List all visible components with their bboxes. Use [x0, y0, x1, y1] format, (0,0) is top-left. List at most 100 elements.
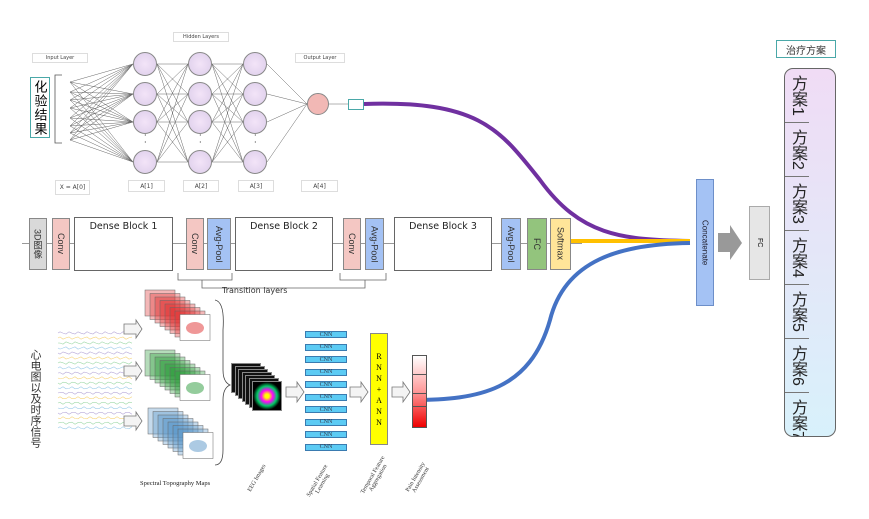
hidden-node	[188, 150, 212, 174]
ann-edge	[156, 63, 189, 95]
cnn-block: CNN	[305, 393, 347, 401]
conv-1: Conv	[52, 218, 70, 270]
eeg-trace	[57, 381, 133, 385]
transition-bracket	[177, 273, 387, 289]
rnn-char: N	[376, 362, 382, 372]
ellipsis-dots: · ·	[199, 131, 202, 147]
ann-edge	[69, 91, 134, 123]
ann-edge	[69, 63, 134, 109]
ellipsis-dots: · ·	[144, 131, 147, 147]
eeg-trace	[57, 331, 133, 335]
ann-edge	[69, 63, 134, 127]
eeg-trace	[57, 366, 133, 370]
ann-edge	[69, 125, 134, 163]
dense-block-3-label: Dense Block 3	[409, 221, 477, 232]
hidden-node	[133, 52, 157, 76]
ann-edge	[266, 103, 308, 123]
eeg-images	[231, 363, 284, 411]
ellipsis-dots: · ·	[254, 131, 257, 147]
ann-edge	[69, 63, 134, 101]
layer-label-1: A[1]	[128, 180, 165, 192]
avgpool-2: Avg-Pool	[365, 218, 384, 270]
ann-edge	[69, 107, 134, 163]
treatment-plan-title: 治疗方案	[776, 40, 836, 58]
ann-edge	[69, 99, 134, 123]
ann-edge	[69, 132, 134, 163]
fc-densenet: FC	[527, 218, 547, 270]
dense-block-2: Dense Block 2	[235, 217, 333, 271]
cnn-block: CNN	[305, 406, 347, 413]
ann-edge	[69, 117, 134, 123]
ann-edge	[69, 93, 134, 134]
eeg-trace	[57, 376, 133, 380]
ann-edge	[69, 63, 134, 141]
hidden-node	[243, 110, 267, 134]
ann-edge	[156, 63, 189, 163]
ann-connections	[69, 63, 348, 163]
dense-block-3: Dense Block 3	[394, 217, 492, 271]
treatment-plan-5: 方案5	[785, 285, 809, 339]
cnn-block: CNN	[305, 431, 347, 438]
concatenate-block: Concatenate	[696, 179, 714, 306]
ann-edge	[69, 93, 134, 141]
purple-path	[363, 101, 691, 243]
rnn-char: N	[376, 373, 382, 383]
ann-edge	[69, 63, 134, 93]
eeg-trace	[57, 411, 133, 415]
ann-edge	[211, 63, 244, 123]
output-layer-label: Output Layer	[295, 53, 345, 63]
hidden-node	[243, 82, 267, 106]
3d-image-input: 3D图像	[29, 218, 47, 270]
cnn-block: CNN	[305, 368, 347, 376]
hidden-node	[133, 150, 157, 174]
cnn-block: CNN	[305, 418, 347, 426]
rnn-char: R	[376, 351, 382, 361]
lab-results-input: 化验结果	[30, 77, 50, 138]
hidden-node	[133, 82, 157, 106]
rnn-char: N	[376, 406, 382, 416]
ann-edge	[69, 121, 134, 141]
ann-edge	[69, 63, 134, 119]
ann-edge	[266, 63, 308, 105]
rnn-char: A	[376, 395, 382, 405]
layer-label-4: A[4]	[301, 180, 338, 192]
cnn-block: CNN	[305, 331, 347, 338]
eeg-trace	[57, 401, 133, 405]
layer-label-2: A[2]	[183, 180, 219, 192]
ann-edge	[69, 139, 134, 163]
ann-edge	[156, 121, 189, 163]
eeg-trace	[57, 361, 133, 365]
ann-edge	[69, 93, 134, 127]
dense-block-2-label: Dense Block 2	[250, 221, 318, 232]
output-node	[307, 93, 329, 115]
rnn-char: N	[376, 417, 382, 427]
ann-edge	[211, 121, 244, 163]
eeg-trace	[57, 406, 133, 410]
ann-edge	[69, 107, 134, 123]
layer-label-0: X = A[0]	[55, 180, 90, 195]
blue-path	[411, 241, 691, 402]
ann-edge	[156, 93, 189, 163]
ann-edge	[69, 81, 134, 163]
dense-block-1: Dense Block 1	[74, 217, 173, 271]
treatment-plan-2: 方案2	[785, 123, 809, 177]
transition-layers-label: Transition layers	[222, 286, 288, 295]
label-spectral-maps: Spectral Topography Maps	[140, 480, 211, 487]
topography-blob	[186, 322, 204, 334]
eeg-trace	[57, 416, 133, 420]
ann-edge	[69, 63, 134, 83]
output-box	[348, 99, 364, 110]
eeg-trace	[57, 426, 133, 430]
cnn-block: CNN	[305, 343, 347, 351]
treatment-plan-1: 方案1	[785, 69, 809, 123]
ann-edge	[211, 63, 244, 163]
ann-edge	[69, 93, 134, 101]
ann-edge	[69, 93, 134, 109]
treatment-plan-7: 方案7	[789, 398, 806, 437]
ann-edge	[211, 63, 244, 95]
brace	[214, 299, 232, 466]
hidden-layers-label: Hidden Layers	[173, 32, 229, 42]
